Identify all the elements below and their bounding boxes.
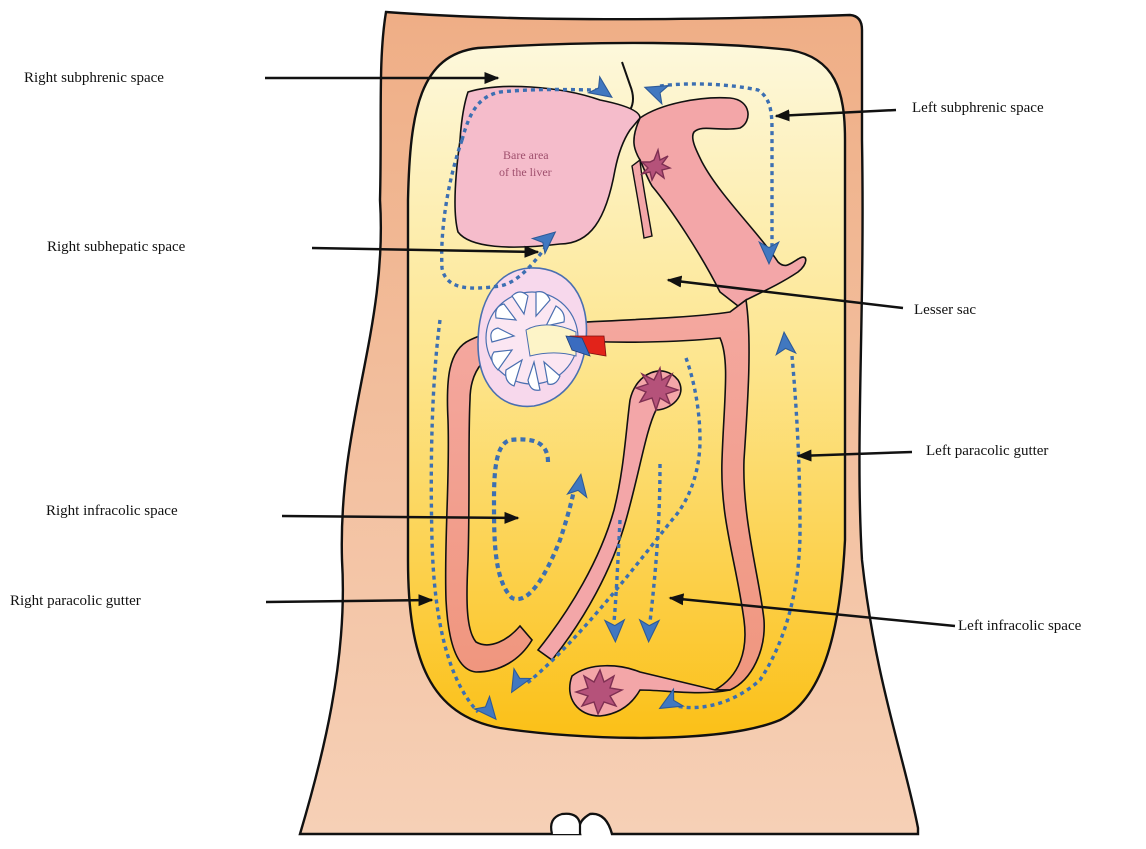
label-left-paracolic: Left paracolic gutter <box>926 443 1048 459</box>
bare-area-label-line2: of the liver <box>499 165 552 179</box>
label-right-paracolic: Right paracolic gutter <box>10 593 141 609</box>
label-left-infracolic: Left infracolic space <box>958 618 1082 634</box>
bare-area-label-line1: Bare area <box>503 148 549 162</box>
label-lesser-sac: Lesser sac <box>914 302 976 318</box>
label-left-subphrenic: Left subphrenic space <box>912 100 1044 116</box>
label-right-subphrenic: Right subphrenic space <box>24 70 164 86</box>
label-right-infracolic: Right infracolic space <box>46 503 178 519</box>
torso-notch <box>551 814 580 834</box>
label-right-subhepatic: Right subhepatic space <box>47 239 186 255</box>
